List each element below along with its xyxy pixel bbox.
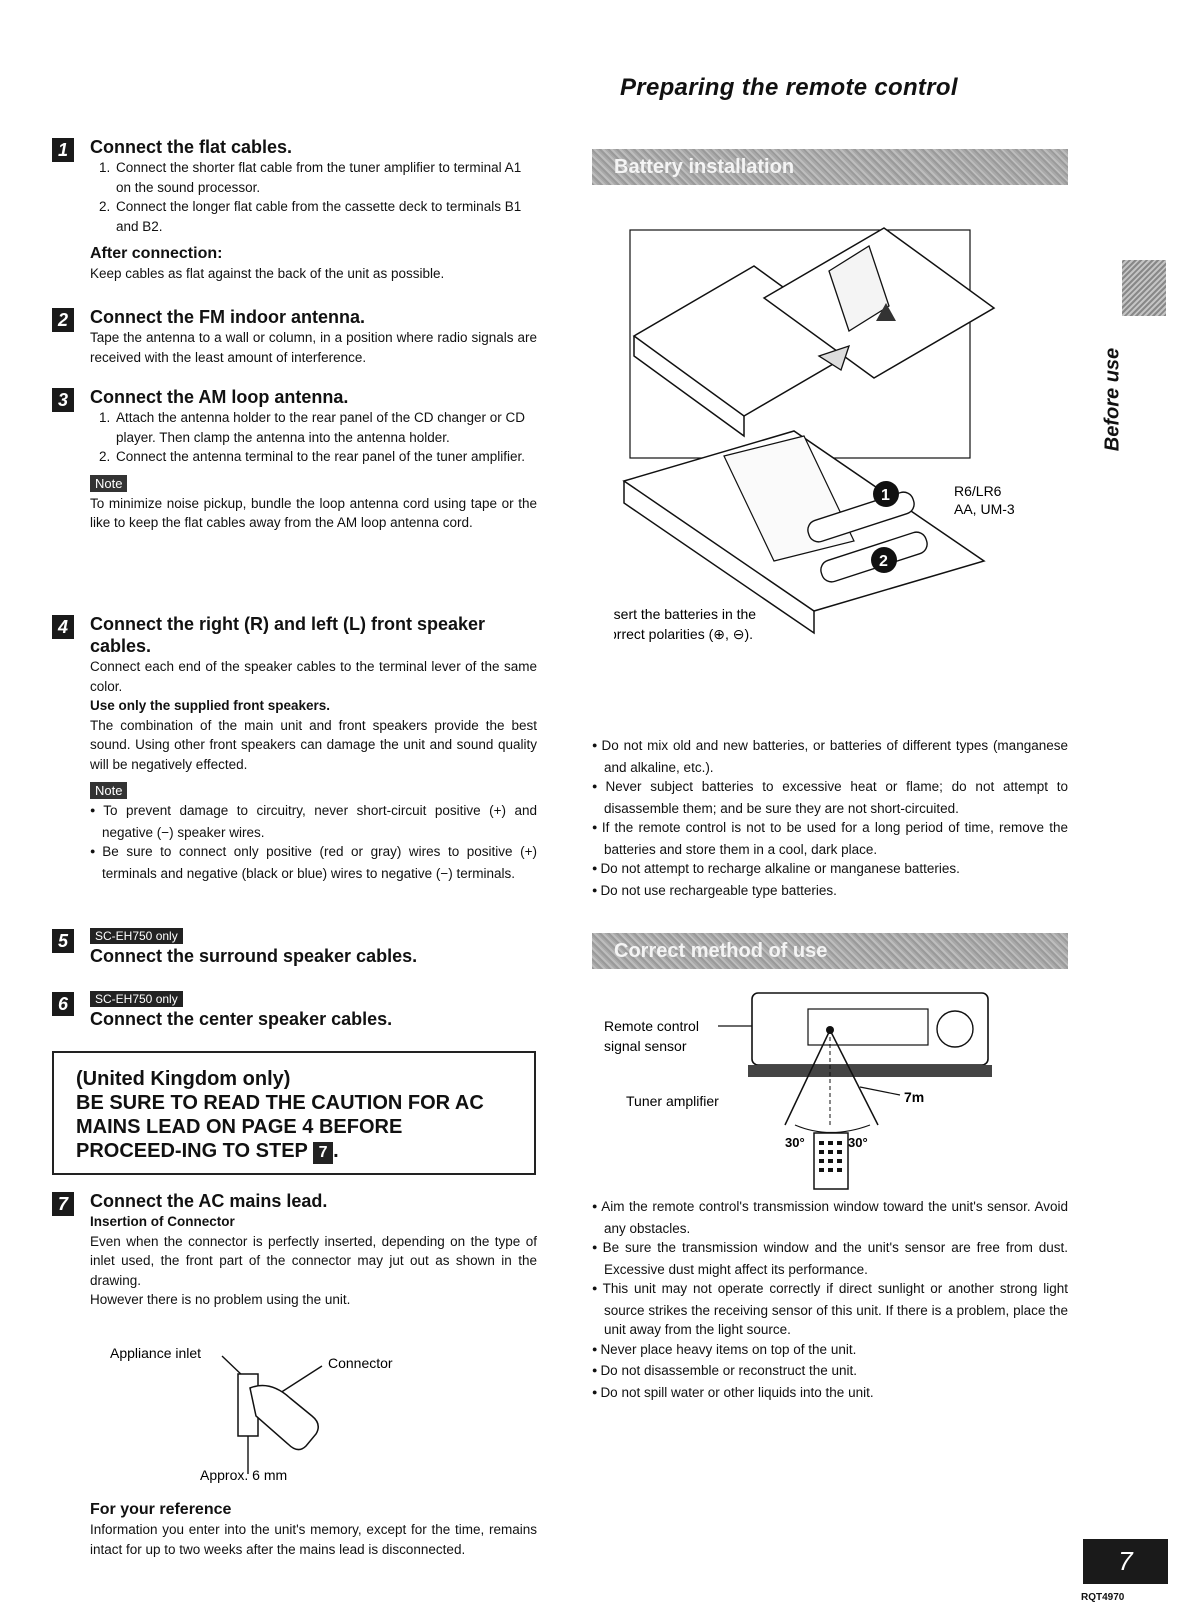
svg-text:1: 1 xyxy=(881,487,890,504)
body-text: The combination of the main unit and fro… xyxy=(90,717,537,772)
page-number: 7 xyxy=(1083,1539,1168,1584)
bold-instruction: Insertion of Connector xyxy=(90,1214,235,1229)
sub-heading: After connection: xyxy=(90,245,223,262)
note-list: To prevent damage to circuitry, never sh… xyxy=(90,801,537,883)
usage-precautions: Aim the remote control's transmission wi… xyxy=(592,1197,1068,1404)
step-ref-badge: 7 xyxy=(313,1142,334,1164)
arrow-icon xyxy=(817,344,851,371)
note-text: To minimize noise pickup, bundle the loo… xyxy=(90,495,537,531)
list-item: To prevent damage to circuitry, never sh… xyxy=(90,801,537,842)
list-item: Never subject batteries to excessive hea… xyxy=(592,777,1068,818)
step-3: 3 Connect the AM loop antenna. Attach th… xyxy=(52,386,537,533)
distance-arrow xyxy=(859,1086,901,1096)
connector-diagram: Appliance inlet Connector Approx. 6 mm xyxy=(110,1345,393,1483)
step-2: 2 Connect the FM indoor antenna. Tape th… xyxy=(52,306,537,367)
polarity-instruction: correct polarities (⊕, ⊖). xyxy=(614,626,753,642)
step-number: 6 xyxy=(52,992,74,1016)
connector-label: Connector xyxy=(328,1355,393,1371)
caution-box: (United Kingdom only) BE SURE TO READ TH… xyxy=(52,1051,536,1175)
step-title: Connect the center speaker cables. xyxy=(90,1009,393,1029)
bold-instruction: Use only the supplied front speakers. xyxy=(90,698,331,713)
step-title: Connect the right (R) and left (L) front… xyxy=(90,614,486,656)
battery-installation-band: Battery installation xyxy=(592,149,1068,185)
angle-left-label: 30° xyxy=(785,1135,805,1150)
list-item: Be sure the transmission window and the … xyxy=(592,1238,1068,1279)
step-5: 5 SC-EH750 only Connect the surround spe… xyxy=(52,927,537,967)
list-item: Connect the shorter flat cable from the … xyxy=(114,158,537,197)
approx-label: Approx. 6 mm xyxy=(200,1467,287,1483)
step-number: 3 xyxy=(52,388,74,412)
step-4: 4 Connect the right (R) and left (L) fro… xyxy=(52,613,537,883)
tuner-label: Tuner amplifier xyxy=(626,1093,719,1109)
step-number: 2 xyxy=(52,308,74,332)
arrow-up-icon xyxy=(876,303,896,321)
list-item: Attach the antenna holder to the rear pa… xyxy=(114,408,537,447)
list-item: This unit may not operate correctly if d… xyxy=(592,1279,1068,1340)
step-list: Attach the antenna holder to the rear pa… xyxy=(90,408,537,467)
step-marker-1-icon xyxy=(873,481,899,507)
step-7: 7 Connect the AC mains lead. Insertion o… xyxy=(52,1190,537,1310)
list-item: Never place heavy items on top of the un… xyxy=(592,1340,1068,1362)
list-item: Do not disassemble or reconstruct the un… xyxy=(592,1361,1068,1383)
caution-text: BE SURE TO READ THE CAUTION FOR AC MAINS… xyxy=(76,1092,484,1164)
battery-precautions: Do not mix old and new batteries, or bat… xyxy=(592,736,1068,902)
caution-region: (United Kingdom only) xyxy=(76,1068,291,1090)
model-badge: SC-EH750 only xyxy=(90,991,183,1007)
battery-type-label: R6/LR6 xyxy=(954,483,1002,499)
sensor-label-line1: Remote control xyxy=(604,1018,699,1034)
list-item: Do not attempt to recharge alkaline or m… xyxy=(592,859,1068,881)
reference-section: For your reference Information you enter… xyxy=(52,1500,537,1559)
battery-cover xyxy=(828,245,890,332)
correct-method-band: Correct method of use xyxy=(592,933,1068,969)
reference-heading: For your reference xyxy=(90,1501,232,1518)
step-number: 4 xyxy=(52,615,74,639)
body-text: Even when the connector is perfectly ins… xyxy=(90,1233,537,1288)
step-title: Connect the surround speaker cables. xyxy=(90,946,418,966)
step-1: 1 Connect the flat cables. Connect the s… xyxy=(52,136,537,284)
step-title: Connect the FM indoor antenna. xyxy=(90,307,365,327)
step-marker-2-icon xyxy=(871,547,897,573)
reference-text: Information you enter into the unit's me… xyxy=(90,1522,537,1557)
document-code: RQT4970 xyxy=(1081,1592,1125,1603)
list-item: Connect the longer flat cable from the c… xyxy=(114,197,537,236)
note-badge: Note xyxy=(90,474,128,492)
volume-knob-icon xyxy=(936,1010,974,1048)
insert-instruction: Insert the batteries in the xyxy=(614,606,756,622)
step-title: Connect the AC mains lead. xyxy=(90,1191,328,1211)
list-item: Connect the antenna terminal to the rear… xyxy=(114,447,537,467)
body-text: However there is no problem using the un… xyxy=(90,1292,351,1307)
step-number: 1 xyxy=(52,138,74,162)
body-text: Connect each end of the speaker cables t… xyxy=(90,659,537,694)
list-item: Aim the remote control's transmission wi… xyxy=(592,1197,1068,1238)
section-tab-marker xyxy=(1122,260,1166,316)
list-item: If the remote control is not to be used … xyxy=(592,818,1068,859)
list-item: Do not use rechargeable type batteries. xyxy=(592,881,1068,903)
angle-right-label: 30° xyxy=(848,1135,868,1150)
battery-installation-diagram: 1 2 R6/LR6 AA, UM-3 Insert the batteries… xyxy=(614,227,1015,642)
step-number: 5 xyxy=(52,929,74,953)
section-side-label: Before use xyxy=(1101,347,1124,452)
body-text: Tape the antenna to a wall or column, in… xyxy=(90,330,537,365)
note-badge: Note xyxy=(90,782,128,799)
battery-size-label: AA, UM-3 xyxy=(954,501,1015,517)
step-title: Connect the flat cables. xyxy=(90,137,293,157)
step-number: 7 xyxy=(52,1192,74,1216)
step-list: Connect the shorter flat cable from the … xyxy=(90,158,537,236)
svg-text:2: 2 xyxy=(879,553,888,570)
step-title: Connect the AM loop antenna. xyxy=(90,387,349,407)
list-item: Be sure to connect only positive (red or… xyxy=(90,842,537,883)
unit-base xyxy=(748,1065,992,1077)
sensor-label-line2: signal sensor xyxy=(604,1038,687,1054)
body-text: Keep cables as flat against the back of … xyxy=(90,266,445,281)
list-item: Do not spill water or other liquids into… xyxy=(592,1383,1068,1405)
list-item: Do not mix old and new batteries, or bat… xyxy=(592,736,1069,777)
page-title: Preparing the remote control xyxy=(620,74,958,101)
distance-label: 7m xyxy=(904,1089,924,1105)
step-6: 6 SC-EH750 only Connect the center speak… xyxy=(52,990,537,1030)
model-badge: SC-EH750 only xyxy=(90,928,183,944)
appliance-inlet-label: Appliance inlet xyxy=(110,1345,201,1361)
remote-range-diagram: Remote control signal sensor Tuner ampli… xyxy=(604,992,992,1190)
